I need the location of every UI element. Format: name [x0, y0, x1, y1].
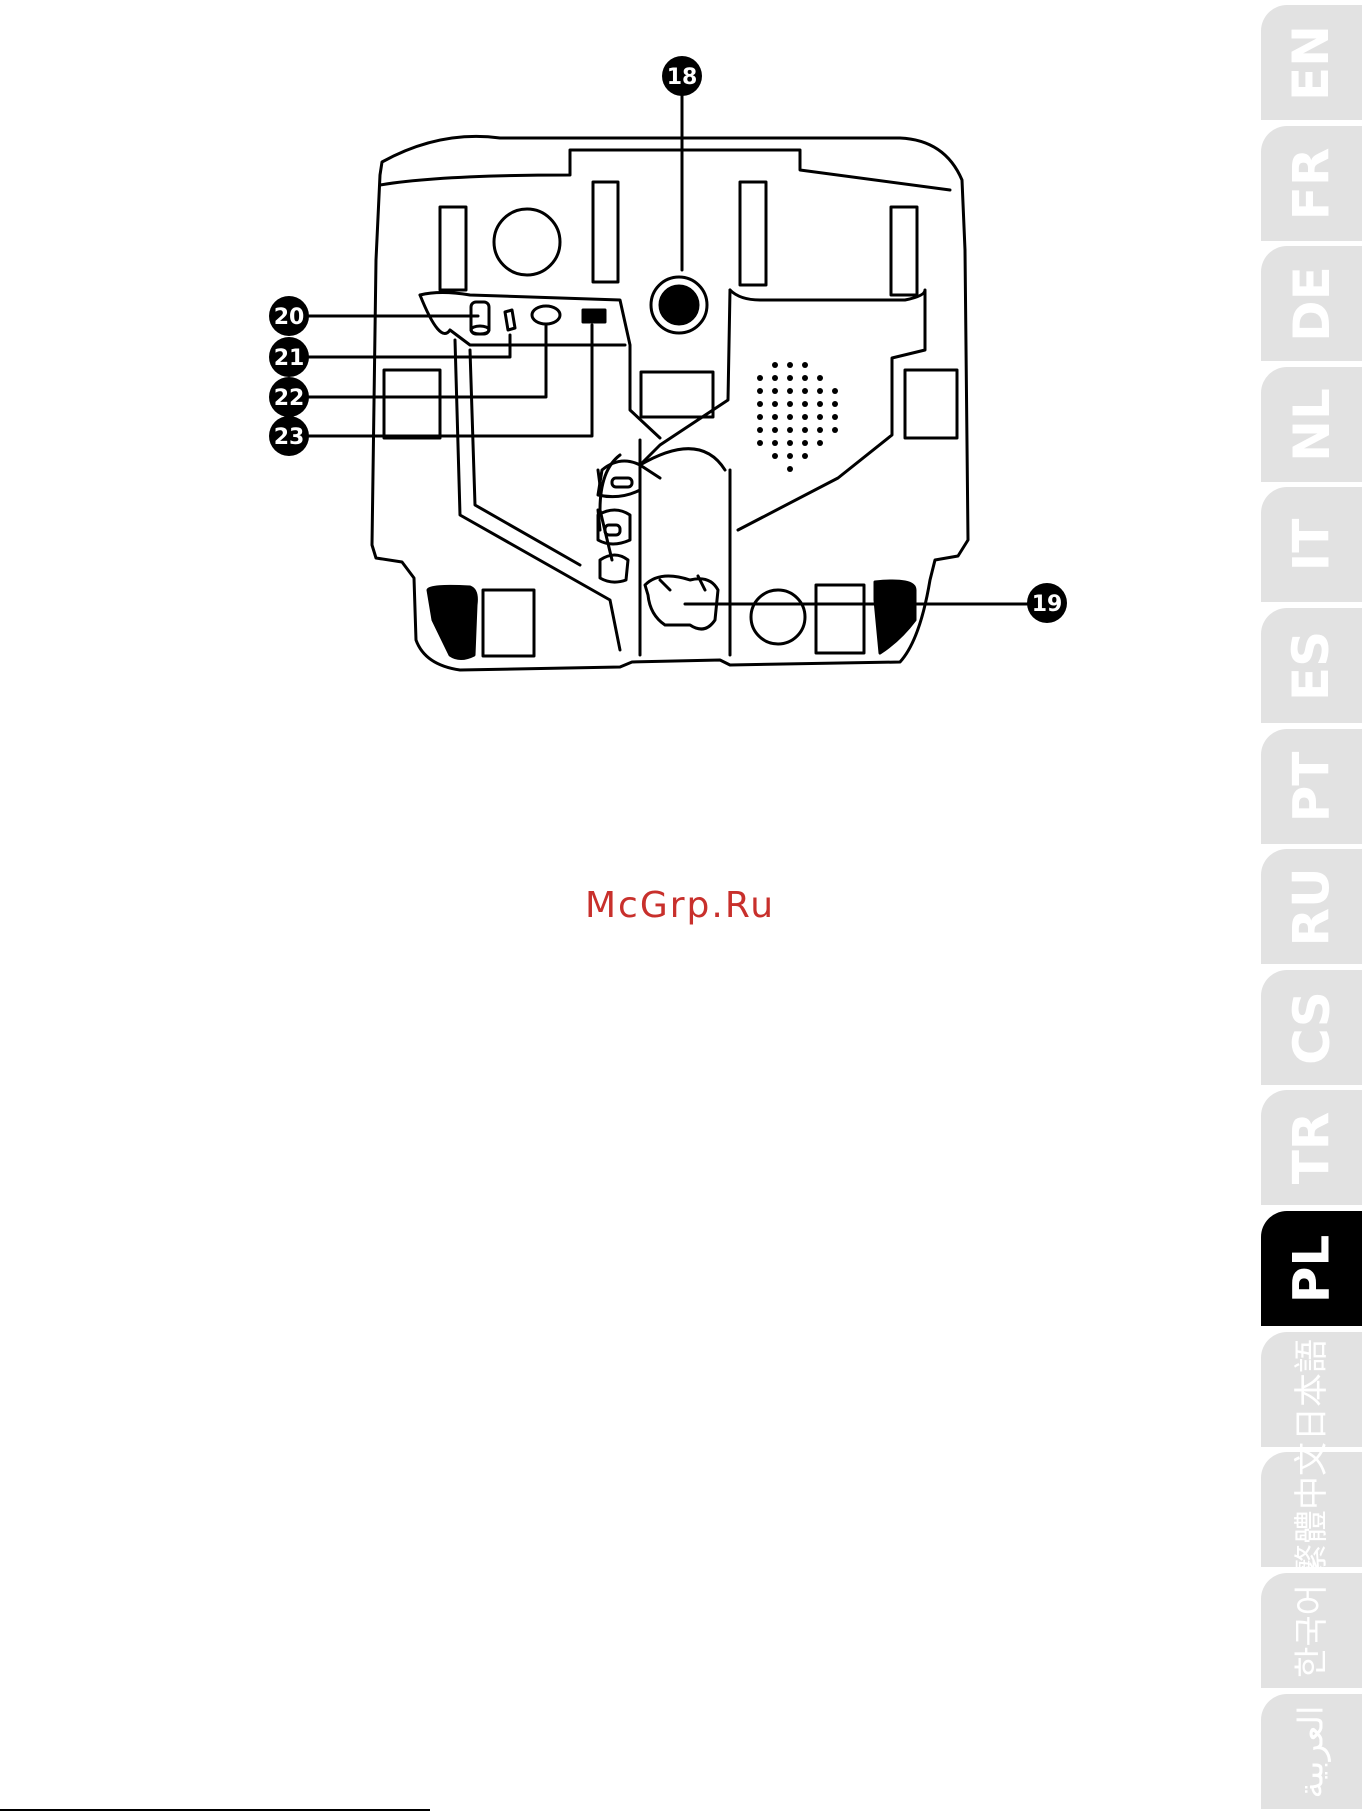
svg-text:19: 19 — [1032, 592, 1063, 617]
svg-text:20: 20 — [274, 305, 305, 330]
callout-19: 19 — [1027, 583, 1067, 623]
footer-rule — [0, 1809, 430, 1811]
lang-tab-ja[interactable]: 日本語 — [1261, 1332, 1362, 1447]
callout-21: 21 — [269, 337, 309, 377]
callout-20: 20 — [269, 296, 309, 336]
speaker-grille — [757, 362, 838, 472]
callout-18: 18 — [662, 56, 702, 96]
device-top-band — [380, 150, 950, 190]
svg-text:18: 18 — [667, 65, 698, 90]
device-bottom-diagram: 18 19 20 21 22 23 — [0, 0, 1240, 720]
lang-tab-en[interactable]: EN — [1261, 5, 1362, 120]
lang-tab-nl[interactable]: NL — [1261, 367, 1362, 482]
callout-22: 22 — [269, 377, 309, 417]
lang-tab-zh-tw[interactable]: 繁體中文 — [1261, 1452, 1362, 1567]
lang-tab-ru[interactable]: RU — [1261, 849, 1362, 964]
lang-tab-cs[interactable]: CS — [1261, 970, 1362, 1085]
language-tab-strip: EN FR DE NL IT ES PT RU CS TR PL 日本語 繁體中… — [1261, 0, 1362, 1815]
lang-tab-ar[interactable]: العربية — [1261, 1694, 1362, 1809]
watermark-text: McGrp.Ru — [585, 885, 795, 926]
lang-tab-ko[interactable]: 한국어 — [1261, 1573, 1362, 1688]
lang-tab-pl[interactable]: PL — [1261, 1211, 1362, 1326]
svg-text:21: 21 — [274, 346, 305, 371]
lang-tab-es[interactable]: ES — [1261, 608, 1362, 723]
lang-tab-tr[interactable]: TR — [1261, 1090, 1362, 1205]
lang-tab-pt[interactable]: PT — [1261, 729, 1362, 844]
svg-text:22: 22 — [274, 386, 305, 411]
lang-tab-it[interactable]: IT — [1261, 487, 1362, 602]
svg-text:23: 23 — [274, 425, 305, 450]
callout-23: 23 — [269, 416, 309, 456]
lang-tab-fr[interactable]: FR — [1261, 126, 1362, 241]
lang-tab-de[interactable]: DE — [1261, 246, 1362, 361]
